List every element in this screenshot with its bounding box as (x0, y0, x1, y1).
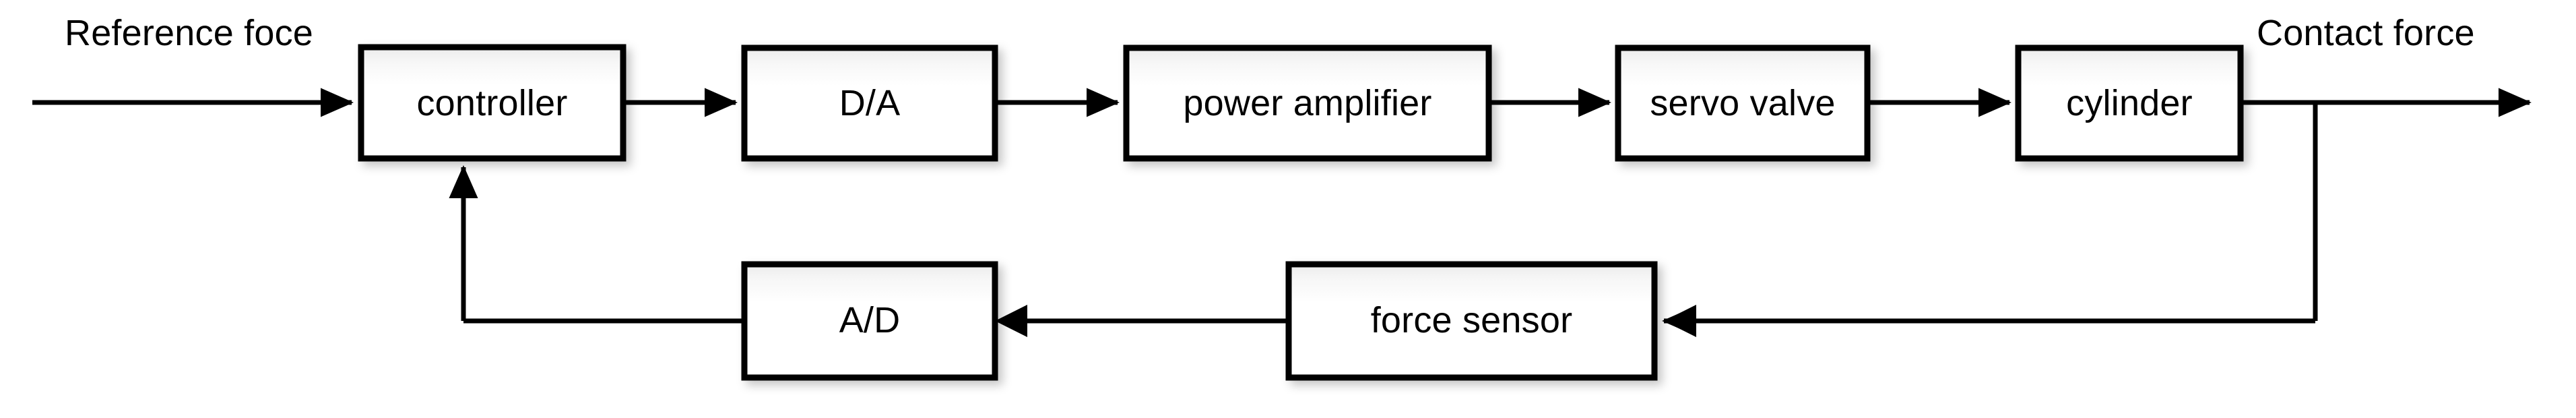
block-controller[interactable] (358, 44, 626, 162)
arrowhead-into-ad (995, 305, 1027, 337)
block-ad[interactable] (741, 261, 998, 381)
block-da[interactable] (741, 44, 998, 162)
block-power-amplifier[interactable] (1123, 44, 1492, 162)
block-servo-valve[interactable] (1615, 44, 1871, 162)
arrowhead-into-force-sensor (1664, 305, 1696, 337)
block-force-sensor[interactable] (1285, 261, 1658, 381)
block-cylinder[interactable] (2015, 44, 2244, 162)
